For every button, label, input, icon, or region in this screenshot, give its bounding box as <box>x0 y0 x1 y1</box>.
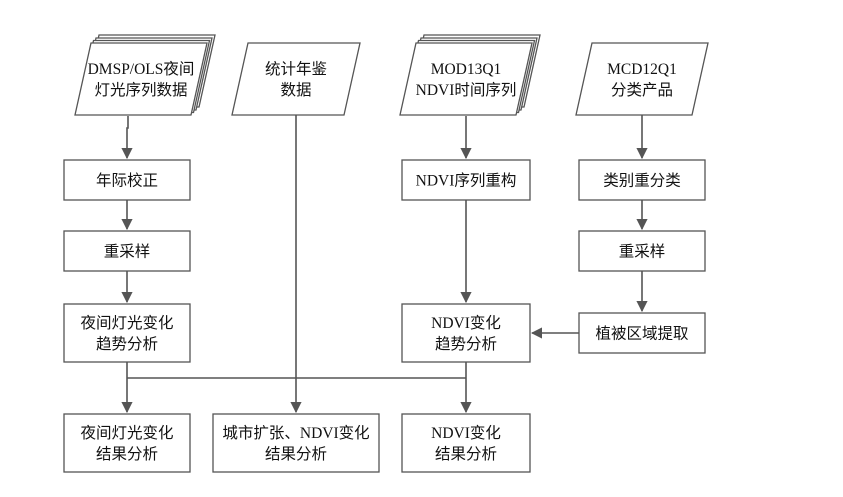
node-label: 重采样 <box>619 243 666 261</box>
node-label: 类别重分类 <box>603 172 681 190</box>
node-c2: 重采样 <box>578 230 706 272</box>
node-label: 植被区域提取 <box>595 325 688 343</box>
node-label: NDVI变化 <box>431 314 501 332</box>
node-label: 夜间灯光变化 <box>80 314 173 332</box>
data-parallelogram <box>74 42 208 116</box>
connectors <box>121 115 648 414</box>
node-m1: NDVI序列重构 <box>401 159 531 201</box>
node-label: MOD13Q1 <box>431 61 502 78</box>
process-box <box>401 413 531 473</box>
nodes: DMSP/OLS夜间灯光序列数据统计年鉴数据MOD13Q1NDVI时间序列MCD… <box>63 34 709 473</box>
process-box <box>578 230 706 272</box>
data-parallelogram <box>231 42 361 116</box>
node-label: 夜间灯光变化 <box>80 424 173 442</box>
node-label: NDVI变化 <box>431 424 501 442</box>
node-label: 数据 <box>280 81 311 99</box>
node-label: 结果分析 <box>96 445 158 463</box>
node-label: 年际校正 <box>96 172 158 190</box>
data-parallelogram <box>575 42 709 116</box>
node-label: 分类产品 <box>611 81 673 99</box>
node-c1: 类别重分类 <box>578 159 706 201</box>
node-label: 统计年鉴 <box>265 60 327 78</box>
node-label: NDVI时间序列 <box>416 81 517 99</box>
node-label: MCD12Q1 <box>607 61 677 78</box>
process-box <box>401 303 531 363</box>
node-label: 灯光序列数据 <box>94 81 187 99</box>
process-box <box>63 303 191 363</box>
node-label: NDVI序列重构 <box>416 172 517 190</box>
node-mcd: MCD12Q1 分类产品 <box>575 42 709 116</box>
data-parallelogram <box>399 42 533 116</box>
process-box <box>212 413 380 473</box>
node-c3: 植被区域提取 <box>578 312 706 354</box>
node-label: 趋势分析 <box>435 335 497 353</box>
node-label: 趋势分析 <box>96 335 158 353</box>
node-n1: 年际校正 <box>63 159 191 201</box>
node-label: DMSP/OLS夜间 <box>88 60 195 78</box>
node-label: 重采样 <box>104 243 151 261</box>
flow-arrow <box>121 116 133 160</box>
node-label: 结果分析 <box>435 445 497 463</box>
node-label: 城市扩张、NDVI变化 <box>222 424 369 442</box>
process-box <box>63 159 191 201</box>
node-n2: 重采样 <box>63 230 191 272</box>
node-label: 结果分析 <box>265 445 327 463</box>
process-box <box>578 159 706 201</box>
process-box <box>63 413 191 473</box>
process-box <box>401 159 531 201</box>
process-box <box>63 230 191 272</box>
process-box <box>578 312 706 354</box>
